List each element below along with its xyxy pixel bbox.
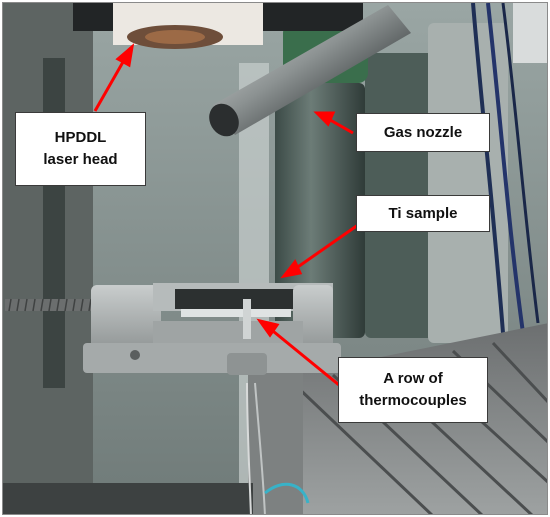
lab-photo [3, 3, 547, 514]
bench-front-rail [248, 373, 303, 514]
label-gas-nozzle-line1: Gas nozzle [383, 123, 463, 141]
ti-sample-plate [181, 309, 291, 317]
gas-cylinder-3 [428, 23, 508, 343]
gas-nozzle-tube [213, 5, 411, 135]
label-gas-nozzle: Gas nozzle [356, 113, 490, 152]
vise-jaw-left [91, 285, 161, 357]
label-thermocouples-line2: thermocouples [359, 392, 467, 409]
right-box [513, 3, 547, 63]
threaded-rod [5, 299, 100, 311]
arrow-ti-sample [291, 223, 359, 273]
vise-base [83, 343, 341, 373]
label-thermocouples-line1: A row of [383, 370, 443, 387]
arrow-head-icon [256, 318, 280, 338]
label-laser-head-line2: laser head [43, 151, 118, 168]
label-laser-head-line1: HPDDL [54, 129, 107, 146]
arrow-laser-head [93, 54, 129, 112]
label-laser-head: HPDDL laser head [15, 112, 146, 186]
vise-opening [175, 289, 295, 309]
arrow-head-icon [280, 259, 303, 279]
arrow-head-icon [115, 43, 135, 68]
label-ti-sample: Ti sample [356, 195, 490, 232]
cable [471, 3, 505, 334]
bench-base [3, 483, 253, 514]
thermocouple-wire [246, 382, 252, 514]
left-post [43, 58, 65, 388]
blue-wire [264, 482, 310, 504]
thermocouple-holder [243, 299, 251, 339]
laser-head-lens-inner [145, 30, 205, 44]
label-ti-sample-line1: Ti sample [388, 204, 458, 222]
vise-foot [227, 353, 267, 375]
gas-nozzle-tip [209, 103, 239, 137]
arrow-head-icon [313, 111, 336, 127]
thermocouple-wire [254, 382, 266, 514]
vise-bolt [130, 350, 140, 360]
cable [486, 3, 525, 334]
label-thermocouples: A row of thermocouples [338, 357, 488, 423]
arrow-thermocouples [267, 325, 340, 387]
cable [501, 3, 540, 324]
